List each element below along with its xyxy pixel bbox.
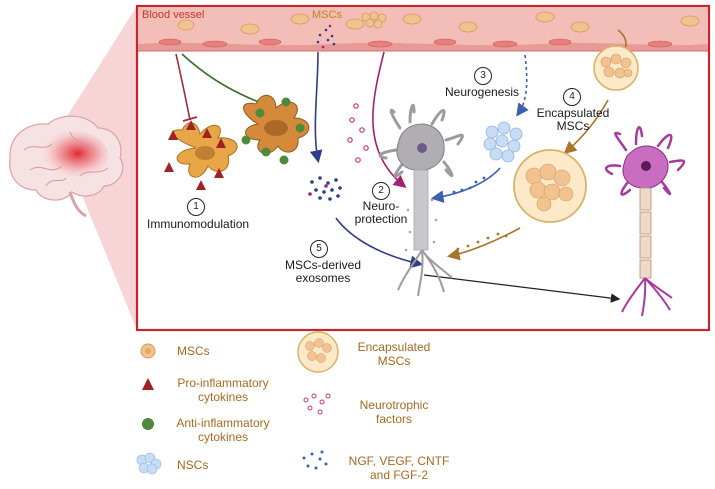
exosomes-label-line1: MSCs-derived [284, 258, 362, 272]
legend-growth-factor-icon [302, 450, 328, 470]
blood-vessel-band [138, 7, 708, 52]
exosome-cluster [308, 176, 342, 201]
legend-pro-cytokine-icon [142, 378, 154, 390]
legend-nsc-icon [136, 452, 162, 475]
legend-encap-line1: Encapsulated [357, 340, 431, 354]
legend-neurotrophic-icon [303, 393, 331, 415]
legend-nscs-label: NSCs [177, 458, 209, 472]
legend-anti-line2: cytokines [197, 430, 249, 444]
legend-icons [136, 331, 339, 475]
exosome-arrow-down [309, 51, 323, 164]
neurotrophic-factor-dots [347, 103, 369, 163]
immunomodulation-inhibit-arrow [175, 53, 191, 121]
encapsulated-factor-dots [456, 232, 508, 251]
regenerated-neuron [604, 126, 686, 317]
encapsulated-label-line2: MSCs [556, 119, 590, 133]
legend-mscs-label: MSCs [177, 344, 210, 358]
step-5-badge: 5 [310, 240, 328, 258]
step-2-badge: 2 [372, 182, 390, 200]
legend-msc-icon [140, 343, 156, 359]
step-1-badge: 1 [187, 198, 205, 216]
legend-growth-line2: and FGF-2 [369, 468, 429, 482]
legend-pro-line2: cytokines [197, 390, 249, 404]
nsc-to-neuron-arrow [430, 167, 501, 203]
encapsulated-msc-capsule-top [593, 45, 639, 91]
neuroprotection-arrow [372, 51, 407, 189]
damaged-neuron [378, 103, 464, 297]
neurogenesis-arrow [516, 54, 529, 117]
brain-illustration [9, 115, 124, 218]
msc-cluster-top [361, 11, 387, 29]
immunomodulation-label: Immunomodulation [147, 217, 250, 231]
nsc-cluster [483, 121, 523, 163]
neuroprotection-label-line1: Neuro- [362, 199, 400, 213]
exosome-to-neuron-arrow [335, 217, 424, 269]
legend-growth-line1: NGF, VEGF, CNTF [348, 454, 450, 468]
exosomes-label-line2: exosomes [295, 271, 351, 285]
legend-neuro-line1: Neurotrophic [359, 398, 429, 412]
legend-anti-cytokine-icon [142, 418, 154, 430]
step-3-badge: 3 [474, 67, 492, 85]
encapsulated-msc-capsule-large [513, 149, 587, 223]
repair-arrow [423, 274, 621, 303]
neurogenesis-label: Neurogenesis [445, 85, 520, 99]
exosome-release-dots [316, 24, 336, 49]
legend-anti-line1: Anti-inflammatory [176, 416, 270, 430]
axon-fragment-dots [404, 198, 438, 252]
encapsulated-to-neuron-arrow [446, 227, 521, 261]
encapsulated-arrow-down [563, 99, 609, 155]
pro-inflammatory-cytokines [164, 120, 226, 190]
step-4-badge: 4 [563, 88, 581, 106]
microglia-cell-1 [172, 122, 238, 178]
growth-factor-dots [452, 176, 486, 194]
anti-inflammatory-cytokines [241, 97, 305, 165]
mscs-top-label: MSCs [312, 9, 342, 21]
blood-vessel-label: Blood vessel [142, 9, 205, 21]
legend-encap-line2: MSCs [377, 354, 411, 368]
legend-neuro-line2: factors [375, 412, 412, 426]
neuroprotection-label-line2: protection [354, 212, 408, 226]
legend-encapsulated-icon [297, 331, 339, 373]
legend-pro-line1: Pro-inflammatory [177, 376, 269, 390]
encapsulated-label-line1: Encapsulated [536, 106, 610, 120]
